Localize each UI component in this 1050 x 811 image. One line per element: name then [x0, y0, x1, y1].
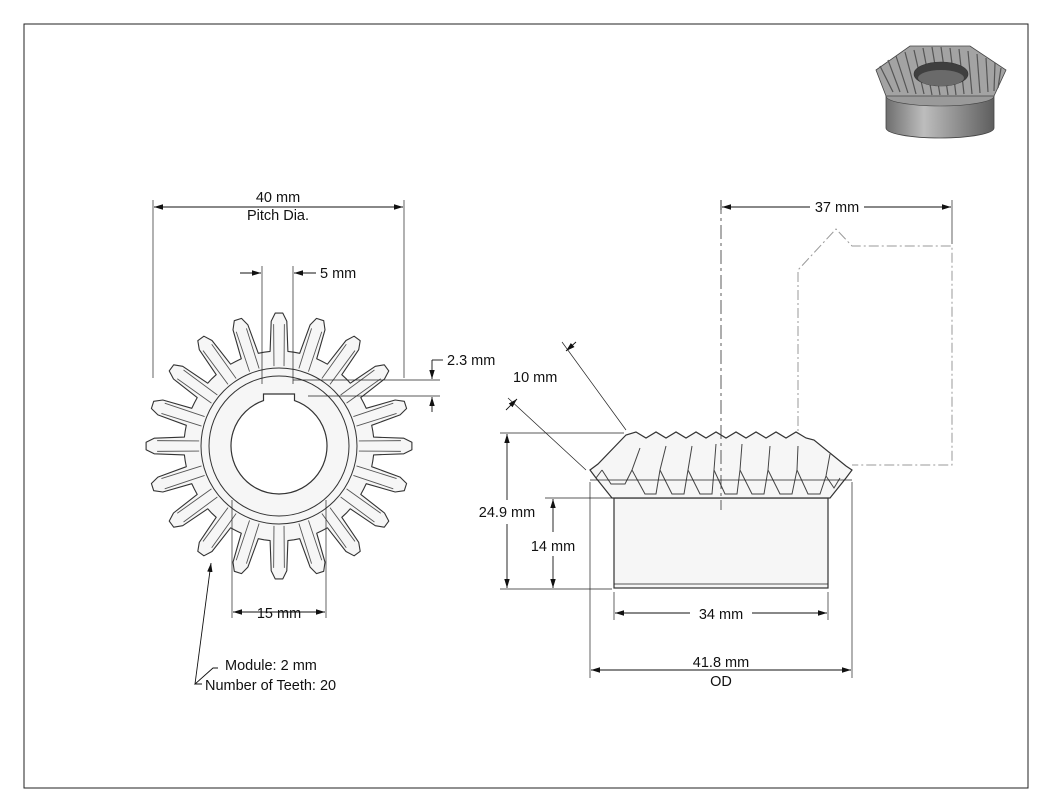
gear-tooth-detail [161, 465, 205, 490]
gear-tooth-detail [202, 343, 237, 385]
gear-tooth-detail [235, 520, 260, 564]
bevel-gear-isometric-icon [875, 45, 1007, 139]
gear-tooth-detail [176, 488, 218, 523]
gear-tooth-detail [157, 440, 200, 452]
gear-tooth-detail [340, 369, 382, 404]
gear-tooth-detail [176, 369, 218, 404]
bore-with-keyway [230, 393, 328, 495]
keyway-depth-value: 2.3 mm [447, 353, 495, 369]
hub-diameter-value: 34 mm [699, 607, 743, 623]
od-label: OD [710, 674, 732, 690]
sheet-border [23, 23, 1029, 789]
pitch-dia-value: 40 mm [256, 190, 300, 206]
gear-tooth-detail [353, 465, 397, 490]
gear-tooth-detail [353, 402, 397, 427]
teeth-note: Number of Teeth: 20 [205, 678, 336, 694]
gear-tooth-detail [298, 520, 323, 564]
gear-tooth-detail [321, 343, 356, 385]
keyway-width-value: 5 mm [320, 266, 356, 282]
module-note: Module: 2 mm [225, 658, 317, 674]
gear-tooth-detail [161, 402, 205, 427]
side-view: 37 mm 10 mm 24.9 mm 14 mm 34 mm 41.8 mm … [479, 200, 953, 690]
gear-tooth-detail [298, 328, 323, 372]
hub-body [613, 497, 829, 589]
gear-tooth-detail [273, 525, 285, 568]
front-view: 40 mm Pitch Dia. 5 mm 2.3 mm 15 mm Modul… [145, 190, 495, 694]
gear-tooth-detail [235, 328, 260, 372]
phantom-outline [797, 228, 953, 466]
hub-height-value: 14 mm [531, 539, 575, 555]
gear-tooth-detail [358, 440, 401, 452]
side-gear-teeth [589, 431, 853, 499]
gear-tooth-detail [340, 488, 382, 523]
overall-height-value: 24.9 mm [479, 505, 535, 521]
face-width-value: 10 mm [513, 370, 557, 386]
pitch-dia-label: Pitch Dia. [247, 208, 309, 224]
front-gear-outline [145, 312, 413, 580]
gear-tooth-detail [273, 324, 285, 367]
od-value: 41.8 mm [693, 655, 749, 671]
bore-value: 15 mm [257, 606, 301, 622]
length-37-value: 37 mm [815, 200, 859, 216]
